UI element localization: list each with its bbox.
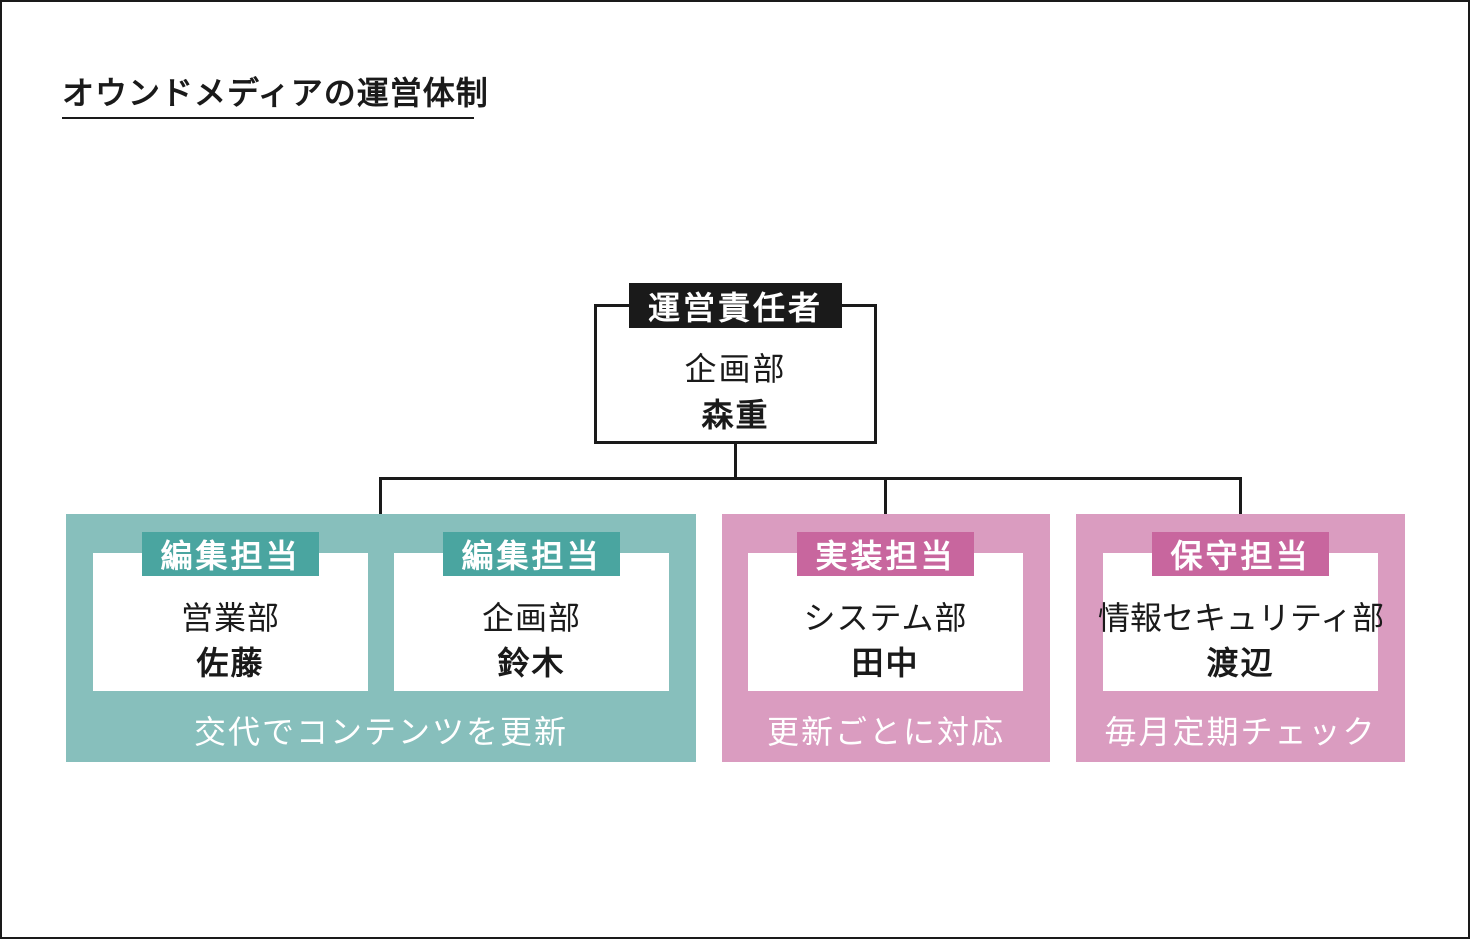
group-caption-implementation: 更新ごとに対応: [766, 713, 1005, 751]
group-caption-maintenance: 毎月定期チェック: [1104, 713, 1377, 751]
role-tag-implementation: 実装担当: [797, 532, 974, 576]
member-person: 鈴木: [497, 644, 566, 682]
diagram-title: オウンドメディアの運営体制: [62, 74, 489, 112]
member-card-implementation: [748, 553, 1023, 691]
manager-role-tag: 運営責任者: [629, 283, 842, 328]
member-department: 企画部: [481, 599, 581, 637]
member-person: 田中: [851, 644, 920, 682]
member-card-editing-sales: [93, 553, 368, 691]
connector-branch-maintenance: [1239, 477, 1242, 514]
manager-department: 企画部: [684, 350, 787, 388]
member-card-maintenance: [1103, 553, 1378, 691]
connector-horizontal: [379, 477, 1242, 480]
role-tag-editing-2: 編集担当: [443, 532, 620, 576]
connector-branch-implementation: [884, 477, 887, 514]
connector-branch-editing: [379, 477, 382, 514]
title-underline: [62, 117, 474, 119]
group-caption-editing: 交代でコンテンツを更新: [193, 713, 568, 751]
connector-trunk: [734, 444, 737, 479]
role-tag-editing-1: 編集担当: [142, 532, 319, 576]
member-person: 渡辺: [1206, 644, 1275, 682]
manager-person: 森重: [701, 396, 770, 434]
member-department: 営業部: [180, 599, 280, 637]
member-card-editing-planning: [394, 553, 669, 691]
member-department: システム部: [803, 599, 968, 637]
member-person: 佐藤: [196, 644, 265, 682]
member-department: 情報セキュリティ部: [1098, 599, 1385, 637]
role-tag-maintenance: 保守担当: [1152, 532, 1329, 576]
